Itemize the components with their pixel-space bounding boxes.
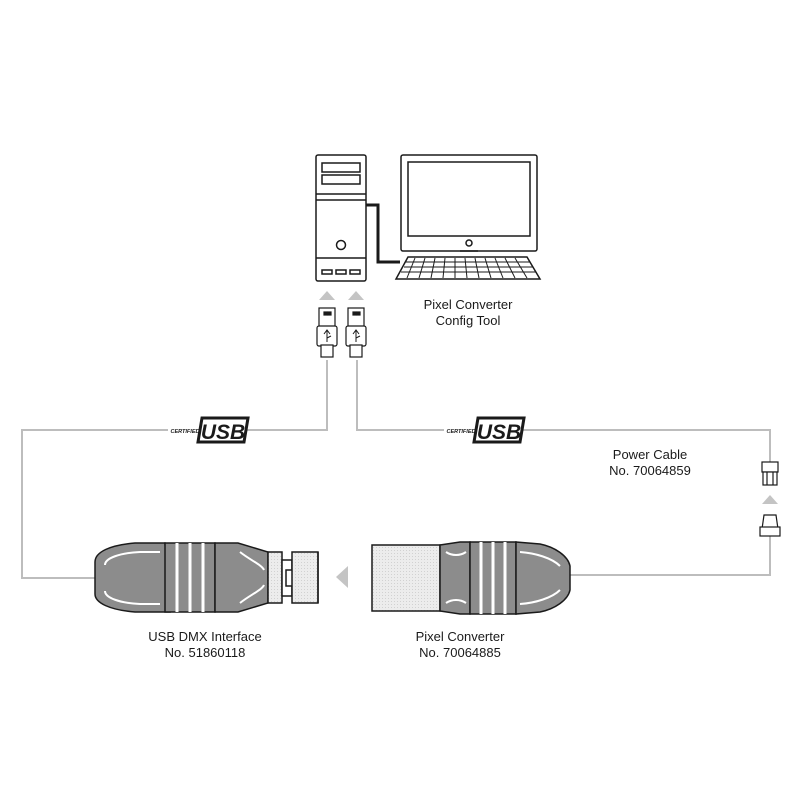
arrow-left-icon [336,566,348,588]
usb-logo-text: USB [201,421,245,444]
arrow-up-icon [762,495,778,504]
usb-plug-icon [345,307,367,358]
config-tool-label-line1: Pixel Converter [423,297,513,312]
xlr-connector-icon [371,541,571,615]
monitor-icon [400,154,538,252]
arrow-up-icon [319,291,364,300]
usb-certified-logo: CERTIFIED USB [168,416,250,444]
usb-logo-text: USB [477,421,521,444]
keyboard-icon [394,256,542,280]
usb-plug-icon [316,307,338,358]
usb-cable-left [21,360,328,579]
usb-certified-logo: CERTIFIED USB [444,416,526,444]
power-cable-label-line1: Power Cable [612,447,688,462]
config-tool-label-line2: Config Tool [435,313,501,328]
power-cable [570,535,771,576]
power-cable-label-line2: No. 70064859 [609,463,691,478]
power-plug-icon [761,461,779,486]
usb-dmx-interface-label-line1: USB DMX Interface [148,629,262,644]
usb-logo-small-text: CERTIFIED [447,429,476,435]
pixel-converter-label-line2: No. 70064885 [419,645,501,660]
power-socket-icon [759,514,781,537]
usb-dmx-interface-label: USB DMX Interface No. 51860118 [115,629,295,661]
usb-cable-right [356,360,771,462]
pixel-converter-label-line1: Pixel Converter [415,629,505,644]
desktop-tower-icon [315,154,367,282]
monitor-cable [366,203,400,264]
xlr-connector-icon [94,542,319,613]
config-tool-label: Pixel Converter Config Tool [398,297,538,329]
pixel-converter-label: Pixel Converter No. 70064885 [380,629,540,661]
power-cable-label: Power Cable No. 70064859 [580,447,720,479]
usb-logo-small-text: CERTIFIED [171,429,200,435]
usb-dmx-interface-label-line2: No. 51860118 [164,645,246,660]
keyboard-keys [401,257,536,279]
